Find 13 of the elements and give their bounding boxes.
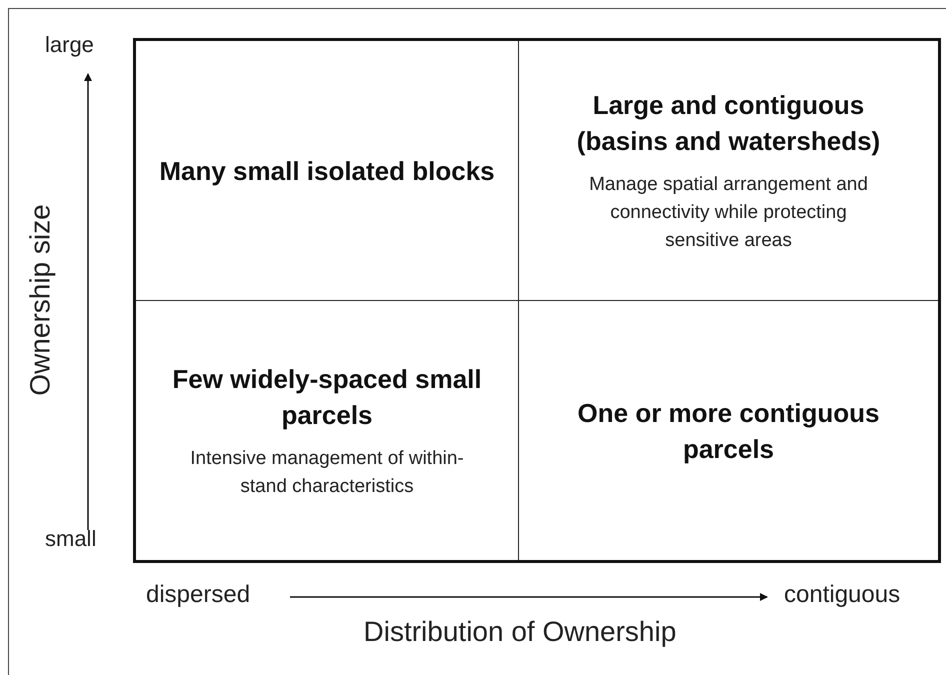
- axis-end-label: contiguous: [784, 581, 900, 609]
- axis-end-label: large: [45, 32, 94, 58]
- axis-end-label: dispersed: [146, 581, 250, 609]
- quadrant-title: Large and contiguous (basins and watersheds): [576, 88, 882, 158]
- axis-title: Ownership size: [24, 204, 56, 396]
- quadrant-title: One or more contiguous parcels: [576, 396, 880, 466]
- quadrant-title: Few widely-spaced small parcels: [171, 362, 483, 432]
- quadrant-title: Many small isolated blocks: [159, 154, 495, 188]
- quadrant-description: Manage spatial arrangement and connectivity while protecting sensitive areas: [588, 172, 869, 252]
- axis-end-label: small: [45, 526, 96, 552]
- quadrant-description: Intensive management of within-stand characteristics: [189, 446, 465, 498]
- axis-title: Distribution of Ownership: [364, 616, 676, 648]
- quadrant-cell: [518, 300, 938, 560]
